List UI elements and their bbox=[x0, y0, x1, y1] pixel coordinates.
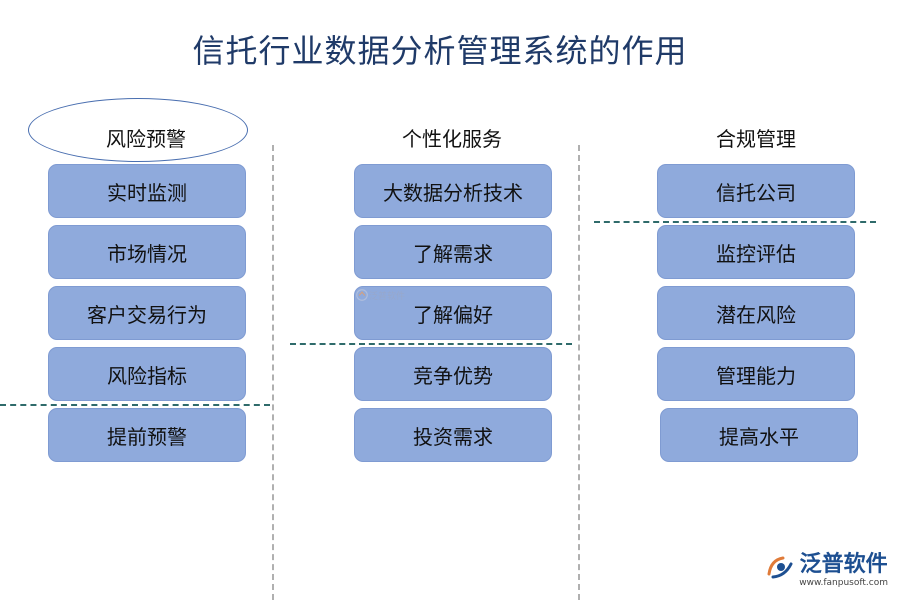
card-big-data-analysis: 大数据分析技术 bbox=[354, 164, 552, 218]
fanpu-logo-icon bbox=[767, 556, 793, 579]
brand-logo: 泛普软件 www.fanpusoft.com bbox=[765, 546, 888, 588]
card-realtime-monitoring: 实时监测 bbox=[48, 164, 246, 218]
watermark-text: 泛普软件 bbox=[369, 291, 406, 302]
column-divider-1 bbox=[272, 145, 274, 600]
card-investment-needs: 投资需求 bbox=[354, 408, 552, 462]
divider-line-col1 bbox=[0, 404, 270, 406]
logo-name: 泛普软件 bbox=[799, 552, 888, 577]
column-divider-2 bbox=[578, 145, 580, 600]
watermark-logo-icon bbox=[356, 289, 368, 301]
card-competitive-advantage: 竞争优势 bbox=[354, 347, 552, 401]
page-title: 信托行业数据分析管理系统的作用 bbox=[192, 32, 688, 70]
divider-line-col2 bbox=[290, 343, 572, 345]
header-highlight-ellipse bbox=[28, 98, 248, 162]
card-understand-needs: 了解需求 bbox=[354, 225, 552, 279]
logo-url: www.fanpusoft.com bbox=[799, 578, 888, 588]
card-monitoring-evaluation: 监控评估 bbox=[657, 225, 855, 279]
card-management-capability: 管理能力 bbox=[657, 347, 855, 401]
card-market-situation: 市场情况 bbox=[48, 225, 246, 279]
card-improve-level: 提高水平 bbox=[660, 408, 858, 462]
column-header-risk-warning: 风险预警 bbox=[106, 127, 186, 151]
column-header-personalized-service: 个性化服务 bbox=[402, 127, 502, 151]
card-risk-indicators: 风险指标 bbox=[48, 347, 246, 401]
column-header-compliance-management: 合规管理 bbox=[716, 127, 796, 151]
divider-line-col3 bbox=[594, 221, 876, 223]
card-trust-company: 信托公司 bbox=[657, 164, 855, 218]
watermark: 泛普软件 bbox=[355, 288, 405, 302]
card-understand-preferences: 了解偏好 bbox=[354, 286, 552, 340]
card-customer-trading-behavior: 客户交易行为 bbox=[48, 286, 246, 340]
card-early-warning: 提前预警 bbox=[48, 408, 246, 462]
card-potential-risk: 潜在风险 bbox=[657, 286, 855, 340]
